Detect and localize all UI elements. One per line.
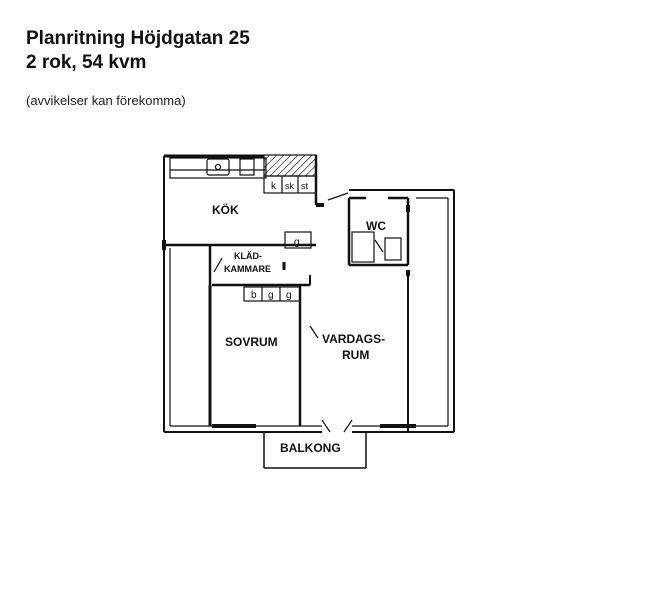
room-kladkammare-1: KLÄD- bbox=[234, 251, 262, 261]
kitchen-counter bbox=[169, 157, 267, 179]
appliance-sk: sk bbox=[285, 181, 295, 191]
room-balkong: BALKONG bbox=[280, 441, 341, 455]
balcony: BALKONG bbox=[263, 419, 367, 469]
bedroom: b g g SOVRUM bbox=[208, 285, 319, 426]
bedroom-closets bbox=[243, 286, 301, 302]
room-sovrum: SOVRUM bbox=[225, 335, 278, 349]
kitchen-wardrobe bbox=[284, 231, 312, 249]
room-vardagsrum-1: VARDAGS- bbox=[322, 332, 385, 346]
closet-g2: g bbox=[286, 290, 292, 301]
kitchen-wardrobe-label: g bbox=[294, 237, 300, 248]
closet-b: b bbox=[251, 290, 257, 301]
kitchen: k sk st g KÖK bbox=[164, 157, 349, 249]
room-kok: KÖK bbox=[212, 202, 239, 217]
plan-title: Planritning Höjdgatan 25 2 rok, 54 kvm bbox=[26, 27, 250, 75]
room-vardagsrum-2: RUM bbox=[342, 348, 369, 362]
wc-room: WC bbox=[347, 196, 410, 276]
wc-toilet bbox=[384, 237, 402, 261]
wc-shower bbox=[351, 231, 375, 263]
title-address: Planritning Höjdgatan 25 bbox=[26, 28, 250, 49]
kitchen-stove bbox=[239, 158, 255, 176]
walk-in-closet: KLÄD- KAMMARE bbox=[208, 245, 311, 287]
kitchen-appliances bbox=[263, 175, 317, 194]
room-kladkammare-2: KAMMARE bbox=[224, 264, 271, 274]
hatched-wall-section bbox=[263, 154, 317, 177]
appliance-k: k bbox=[271, 181, 277, 192]
appliance-st: st bbox=[301, 181, 309, 191]
room-wc: WC bbox=[366, 219, 386, 233]
living-room: VARDAGS- RUM bbox=[322, 276, 409, 432]
closet-g1: g bbox=[268, 290, 274, 301]
disclaimer-note: (avvikelser kan förekomma) bbox=[26, 93, 186, 108]
title-size: 2 rok, 54 kvm bbox=[26, 52, 147, 73]
kitchen-sink bbox=[206, 158, 230, 176]
exterior-walls bbox=[163, 154, 455, 433]
